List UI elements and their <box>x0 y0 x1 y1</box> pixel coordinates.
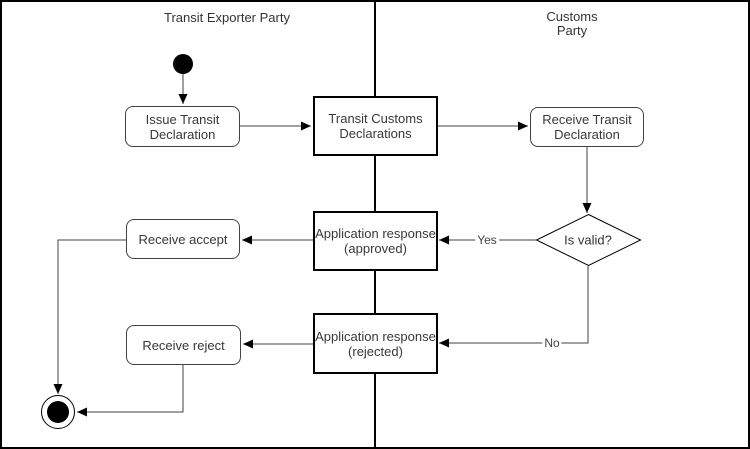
action-receive-transit-declaration: Receive Transit Declaration <box>530 107 644 147</box>
final-state-inner-dot <box>47 401 69 423</box>
task-application-response-rejected: Application response (rejected) <box>313 313 438 374</box>
action-label: Receive Transit Declaration <box>542 112 632 142</box>
task-label: Application response (approved) <box>315 226 436 256</box>
edge-decision-no-to-rejected <box>439 266 589 348</box>
action-label: Receive accept <box>138 231 228 247</box>
edge-receive-accept-to-final <box>53 239 126 394</box>
lane-header-customs-party: Customs Party <box>546 9 598 38</box>
initial-state-node <box>173 54 193 74</box>
edge-label-yes: Yes <box>475 233 499 247</box>
final-state-node <box>41 395 75 429</box>
decision-label-is-valid: Is valid? <box>564 232 612 248</box>
task-label: Application response (rejected) <box>315 328 436 359</box>
action-label: Receive reject <box>142 337 225 353</box>
lane-header-transit-exporter-party: Transit Exporter Party <box>164 10 290 25</box>
edge-receive-reject-to-final <box>77 364 184 417</box>
action-receive-accept: Receive accept <box>126 219 240 259</box>
edge-label-no: No <box>542 336 562 350</box>
task-application-response-approved: Application response (approved) <box>313 211 438 271</box>
action-receive-reject: Receive reject <box>126 325 241 365</box>
task-label: Transit Customs Declarations <box>328 111 423 141</box>
action-issue-transit-declaration: Issue Transit Declaration <box>125 106 240 147</box>
action-label: Issue Transit Declaration <box>145 111 220 142</box>
task-transit-customs-declarations: Transit Customs Declarations <box>313 96 438 156</box>
decision-diamond <box>535 213 642 267</box>
